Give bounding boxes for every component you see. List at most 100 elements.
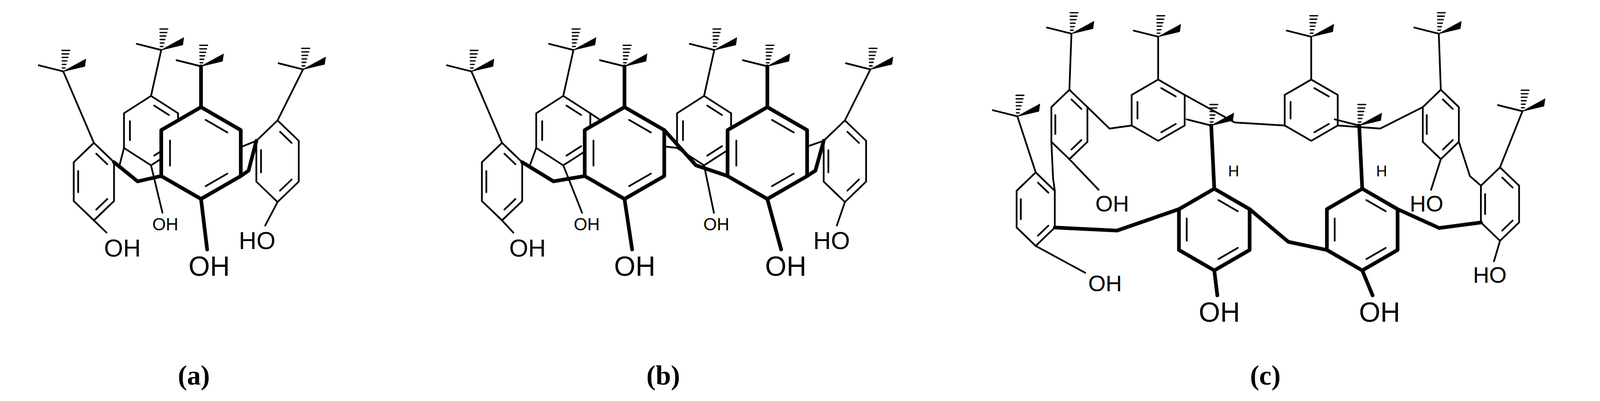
bond-line bbox=[1521, 89, 1530, 91]
bond-line bbox=[470, 53, 477, 55]
bond-line bbox=[1038, 182, 1049, 193]
bond-line bbox=[1218, 200, 1238, 212]
bond-line bbox=[572, 38, 577, 41]
bond-line bbox=[1437, 29, 1441, 31]
bond-line bbox=[470, 67, 474, 69]
bond-line bbox=[128, 120, 131, 140]
bond-line bbox=[200, 62, 203, 64]
bond-line bbox=[622, 66, 627, 107]
hydroxyl-label: OH bbox=[188, 252, 230, 280]
bond-line bbox=[63, 71, 94, 143]
bond-line bbox=[1502, 177, 1513, 188]
bond-line bbox=[470, 49, 479, 52]
benzene-ring bbox=[1480, 167, 1519, 241]
bond-line bbox=[1069, 12, 1078, 14]
bond-line bbox=[1425, 114, 1428, 134]
bond-line bbox=[200, 58, 204, 60]
hydroxyl-label: OH bbox=[1198, 298, 1241, 326]
bond-line bbox=[1359, 125, 1363, 189]
bond-line bbox=[1016, 112, 1020, 114]
bond-line bbox=[869, 65, 873, 67]
bond-line bbox=[541, 120, 544, 140]
bond-line bbox=[280, 179, 292, 191]
benzene-ring bbox=[161, 106, 241, 199]
hydroxyl-label: HO bbox=[1409, 192, 1444, 216]
bond-line bbox=[628, 119, 651, 133]
bond-line bbox=[1310, 29, 1315, 31]
bond-line bbox=[61, 49, 70, 52]
bond-line bbox=[1309, 14, 1318, 17]
benzene-ring bbox=[1422, 89, 1459, 159]
bond-line bbox=[1442, 99, 1453, 109]
hydroxyl-label: HO bbox=[238, 228, 276, 253]
bond-line bbox=[1136, 101, 1139, 119]
bond-line bbox=[1314, 123, 1329, 133]
methylene-bridge bbox=[522, 147, 537, 167]
hydroxyl-label: OH bbox=[573, 215, 600, 233]
bond-line bbox=[470, 63, 475, 66]
bond-line bbox=[1071, 140, 1082, 150]
hydroxyl-label: OH bbox=[1095, 192, 1129, 216]
bond-line bbox=[869, 47, 878, 50]
bond-line bbox=[707, 105, 723, 115]
bond-line bbox=[624, 198, 633, 250]
bond-line bbox=[766, 44, 775, 46]
bond-line bbox=[766, 51, 772, 53]
bond-line bbox=[1310, 36, 1313, 80]
bond-line bbox=[1218, 247, 1238, 260]
bond-line bbox=[713, 35, 719, 37]
bond-line bbox=[1069, 158, 1099, 190]
bond-line bbox=[96, 198, 107, 210]
benzene-ring bbox=[536, 96, 591, 166]
bond-line bbox=[1017, 116, 1036, 173]
bond-line bbox=[150, 50, 162, 97]
bond-line bbox=[548, 44, 574, 51]
bond-line bbox=[869, 61, 874, 64]
bond-line bbox=[572, 31, 579, 34]
bond-line bbox=[847, 179, 860, 191]
bond-line bbox=[159, 31, 167, 34]
bond-line bbox=[61, 53, 69, 55]
methylene-bridge bbox=[1458, 141, 1481, 186]
bond-line bbox=[200, 51, 206, 53]
bond-line bbox=[301, 51, 309, 53]
bond-line bbox=[1437, 15, 1444, 17]
bond-line bbox=[1157, 25, 1162, 28]
benzene-ring bbox=[1131, 79, 1185, 142]
bond-line bbox=[1069, 33, 1072, 90]
bond-line bbox=[1157, 22, 1163, 24]
bond-line bbox=[1521, 92, 1528, 95]
bond-line bbox=[707, 146, 723, 156]
bond-line bbox=[301, 54, 308, 57]
hydroxyl-label: OH bbox=[104, 235, 141, 261]
bond-line bbox=[1494, 240, 1501, 261]
bond-line bbox=[471, 71, 502, 143]
benzene-ring bbox=[727, 106, 808, 199]
bond-line bbox=[1211, 125, 1215, 189]
bond-line bbox=[1019, 199, 1022, 220]
methylene-bridge bbox=[664, 129, 728, 176]
benzene-ring bbox=[1284, 79, 1338, 142]
bond-line bbox=[1358, 110, 1364, 113]
hydroxyl-label: H bbox=[1228, 163, 1240, 180]
bond-line bbox=[592, 140, 595, 166]
bond-line bbox=[1334, 119, 1360, 126]
bond-line bbox=[1437, 19, 1444, 21]
bond-line bbox=[766, 55, 771, 57]
bond-line bbox=[504, 153, 516, 165]
bond-line bbox=[869, 54, 875, 57]
bond-line bbox=[1431, 158, 1442, 190]
bond-line bbox=[1016, 94, 1025, 97]
benzene-ring bbox=[73, 142, 114, 221]
bond-line bbox=[1016, 104, 1022, 107]
bond-line bbox=[1309, 18, 1317, 21]
bond-line bbox=[1038, 225, 1049, 236]
bond-line bbox=[1286, 30, 1312, 37]
bond-line bbox=[623, 51, 629, 53]
benzene-ring bbox=[584, 106, 665, 199]
bond-line bbox=[1157, 32, 1160, 34]
bond-line bbox=[572, 28, 581, 30]
bond-line bbox=[302, 61, 307, 64]
bond-line bbox=[628, 173, 651, 187]
